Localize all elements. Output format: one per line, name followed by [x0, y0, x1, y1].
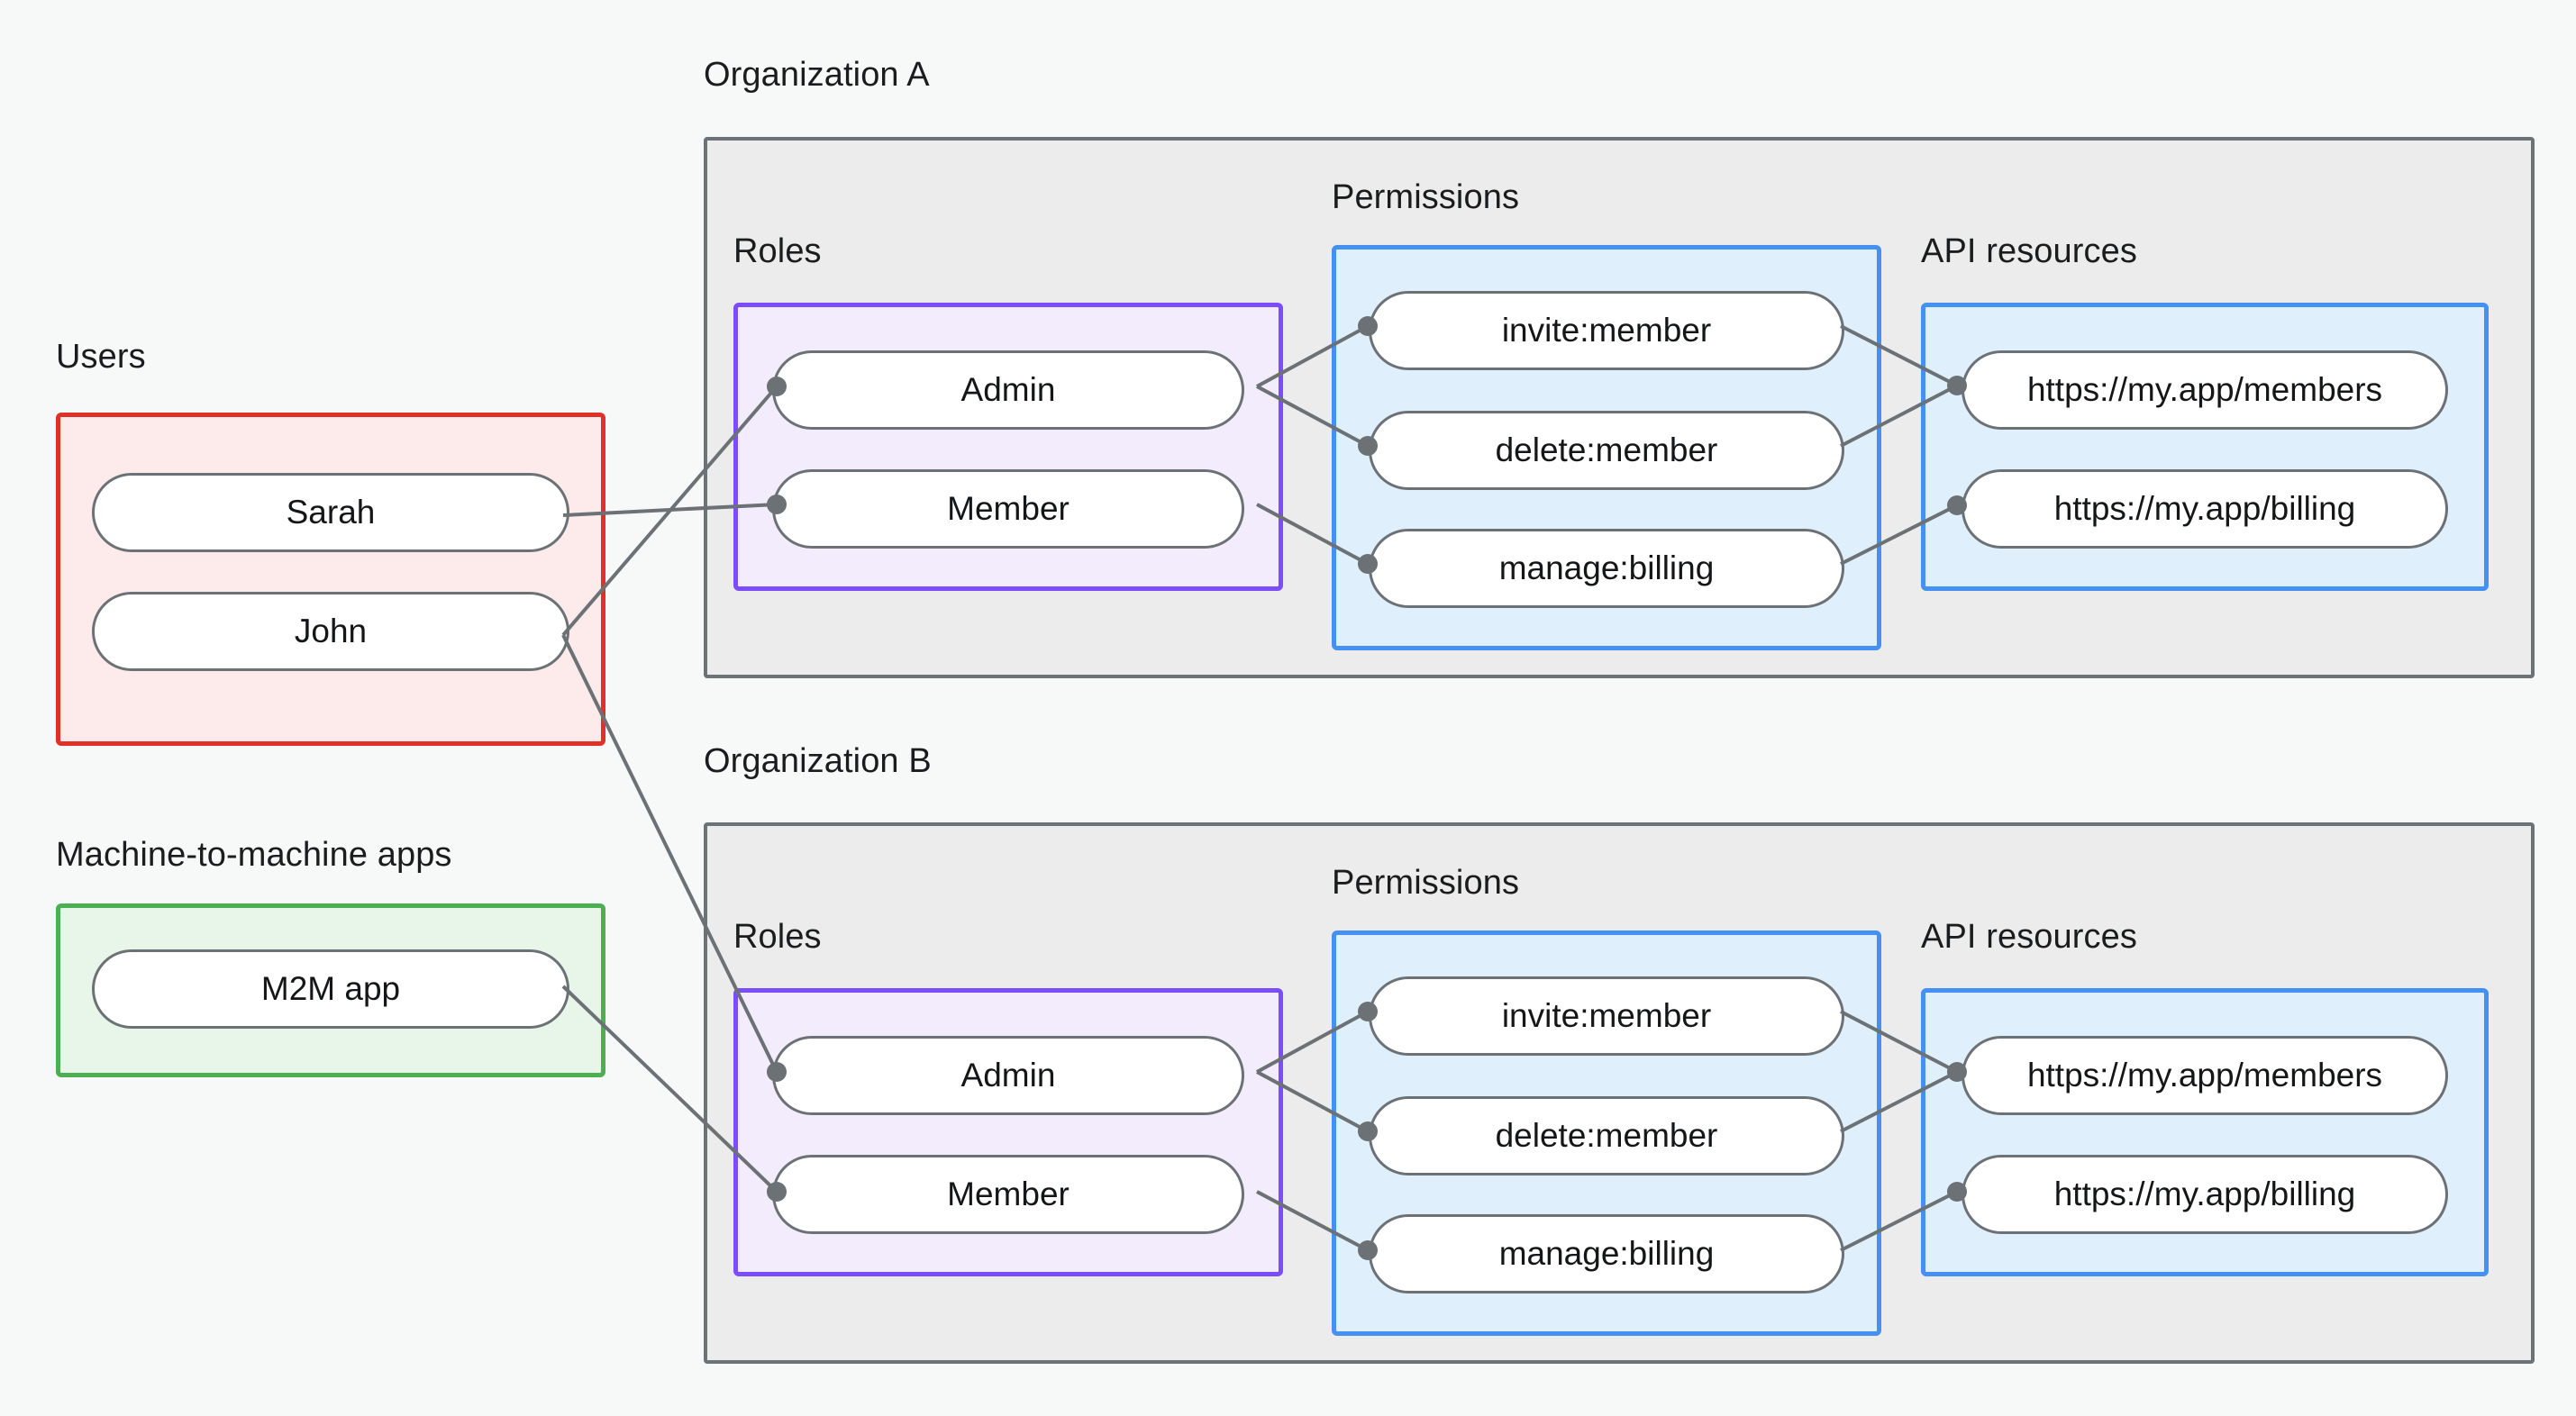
org-a-roles-label: Roles: [733, 232, 822, 270]
org-b-permission-manage-billing[interactable]: manage:billing: [1369, 1214, 1844, 1293]
org-b-roles-zone: Admin Member: [733, 988, 1283, 1276]
org-b-permissions-zone: invite:member delete:member manage:billi…: [1332, 930, 1881, 1336]
org-a-resource-billing[interactable]: https://my.app/billing: [1962, 469, 2448, 549]
org-a-permission-delete-member[interactable]: delete:member: [1369, 411, 1844, 490]
org-b-resources-label: API resources: [1921, 918, 2137, 956]
org-a-permission-manage-billing[interactable]: manage:billing: [1369, 529, 1844, 608]
org-b-resource-members[interactable]: https://my.app/members: [1962, 1036, 2448, 1115]
org-a-role-member[interactable]: Member: [772, 469, 1244, 549]
users-group-label: Users: [56, 338, 146, 376]
org-a-resource-members[interactable]: https://my.app/members: [1962, 350, 2448, 430]
org-b-permission-invite-member[interactable]: invite:member: [1369, 976, 1844, 1056]
org-a-roles-zone: Admin Member: [733, 303, 1283, 591]
org-b-permissions-label: Permissions: [1332, 864, 1520, 902]
org-a-permission-invite-member[interactable]: invite:member: [1369, 291, 1844, 370]
org-b-role-member[interactable]: Member: [772, 1155, 1244, 1234]
users-zone: Sarah John: [56, 413, 605, 746]
org-a-label: Organization A: [704, 56, 930, 94]
org-a-permissions-zone: invite:member delete:member manage:billi…: [1332, 245, 1881, 650]
org-b-roles-label: Roles: [733, 918, 822, 956]
org-b-permission-delete-member[interactable]: delete:member: [1369, 1096, 1844, 1175]
m2m-node-app[interactable]: M2M app: [92, 949, 569, 1029]
user-node-john[interactable]: John: [92, 592, 569, 671]
user-node-sarah[interactable]: Sarah: [92, 473, 569, 552]
org-a-permissions-label: Permissions: [1332, 178, 1520, 216]
org-a-role-admin[interactable]: Admin: [772, 350, 1244, 430]
m2m-group-label: Machine-to-machine apps: [56, 836, 452, 874]
m2m-zone: M2M app: [56, 903, 605, 1077]
org-b-label: Organization B: [704, 742, 932, 780]
org-b-resources-zone: https://my.app/members https://my.app/bi…: [1921, 988, 2489, 1276]
org-a-resources-zone: https://my.app/members https://my.app/bi…: [1921, 303, 2489, 591]
org-b-resource-billing[interactable]: https://my.app/billing: [1962, 1155, 2448, 1234]
org-b-role-admin[interactable]: Admin: [772, 1036, 1244, 1115]
org-a-resources-label: API resources: [1921, 232, 2137, 270]
